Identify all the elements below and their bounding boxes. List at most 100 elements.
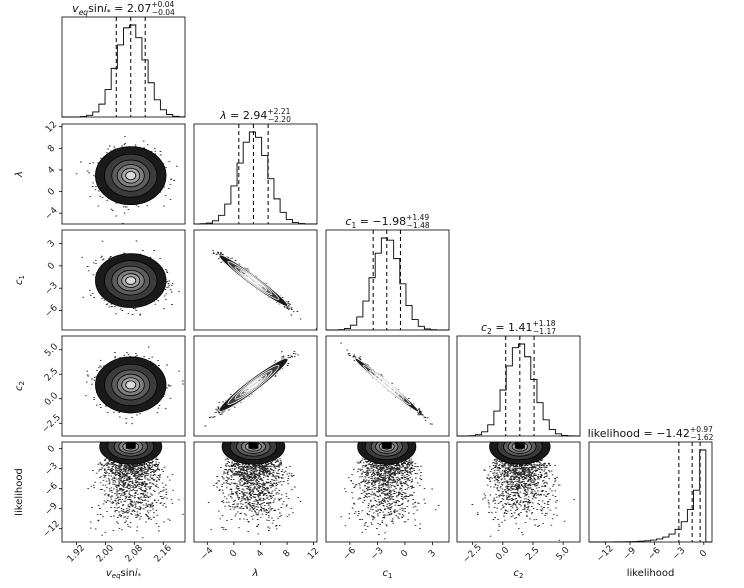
ylabel-L: likelihood xyxy=(14,468,25,516)
xtick-label-lam: 0 xyxy=(228,548,239,559)
panel-frame-L-L xyxy=(588,441,713,543)
ytick-label-c1: −3 xyxy=(43,281,59,297)
panel-frame-c2-L xyxy=(456,441,581,543)
ytick-label-c2: 2.5 xyxy=(43,366,60,383)
xtick-label-c1: −6 xyxy=(342,546,359,563)
scatter-c2-L xyxy=(456,441,581,543)
xtick-label-c2: 5.0 xyxy=(555,545,572,562)
density-contour xyxy=(381,380,392,390)
histogram-c1: c1 = −1.98+1.49−1.48 xyxy=(325,213,450,331)
histogram-lam: λ = 2.94+2.21−2.20 xyxy=(193,107,318,225)
panel-frame-c1-c2 xyxy=(325,335,450,437)
histogram-v: veqsini* = 2.07+0.04−0.04 xyxy=(61,0,186,118)
xtick-label-L: −3 xyxy=(671,546,687,562)
histogram-step-L xyxy=(588,449,712,543)
density-contour xyxy=(125,276,137,285)
ytick-label-lam: 12 xyxy=(44,120,59,135)
scatter-v-L xyxy=(61,441,186,543)
panel-frame-v-lam xyxy=(61,123,186,225)
ylabel-lam: λ xyxy=(14,171,25,178)
xlabel-v: veqsini* xyxy=(106,568,142,580)
xlabel-c1: c1 xyxy=(383,568,393,580)
scatter-v-c2 xyxy=(61,335,186,437)
panel-frame-c1-L xyxy=(325,441,450,543)
xtick-label-c2: 2.5 xyxy=(524,545,541,562)
panel-frame-c2-c2 xyxy=(456,335,581,437)
histogram-step-lam xyxy=(193,131,318,225)
xtick-label-c1: 0 xyxy=(399,548,410,559)
density-peak xyxy=(248,442,259,449)
xtick-label-v: 2.16 xyxy=(153,543,174,564)
panel-frame-c1-c1 xyxy=(325,229,450,331)
xtick-label-v: 2.00 xyxy=(95,543,116,564)
panel-frame-v-c1 xyxy=(61,229,186,331)
ytick-label-L: −9 xyxy=(43,501,60,518)
ytick-label-L: −3 xyxy=(43,461,59,477)
xtick-label-L: 0 xyxy=(698,548,709,559)
density-contour xyxy=(248,380,259,390)
xtick-label-v: 1.92 xyxy=(66,543,87,564)
ytick-label-lam: 4 xyxy=(46,165,57,176)
density-peak xyxy=(514,442,525,449)
ylabel-c2: c2 xyxy=(14,381,26,391)
xtick-label-lam: −4 xyxy=(199,546,216,563)
ytick-label-c1: 0 xyxy=(46,261,57,272)
density-peak xyxy=(125,442,136,449)
title-lam: λ = 2.94+2.21−2.20 xyxy=(219,107,291,124)
xtick-label-lam: 4 xyxy=(255,548,266,559)
histogram-c2: c2 = 1.41+1.18−1.17 xyxy=(456,319,581,437)
xtick-label-lam: 8 xyxy=(282,548,293,559)
ylabel-c1: c1 xyxy=(14,275,26,285)
scatter-c1-c2 xyxy=(325,335,450,437)
density-contour xyxy=(125,380,137,390)
xlabel-L: likelihood xyxy=(627,568,675,579)
ytick-label-c2: −2.5 xyxy=(40,413,63,436)
ytick-label-L: 0 xyxy=(46,444,57,455)
ytick-label-lam: 0 xyxy=(46,187,57,198)
panel-frame-lam-L xyxy=(193,441,318,543)
ytick-label-L: −6 xyxy=(43,481,60,498)
scatter-c1-L xyxy=(325,441,450,543)
histogram-step-c1 xyxy=(325,237,450,331)
xlabel-lam: λ xyxy=(252,568,259,579)
ytick-label-lam: 8 xyxy=(46,143,57,154)
xtick-label-v: 2.08 xyxy=(124,543,145,564)
ytick-label-c1: −6 xyxy=(43,303,60,320)
histogram-L: likelihood = −1.42+0.97−1.62 xyxy=(588,425,714,543)
histogram-step-v xyxy=(61,24,186,118)
xtick-label-L: −12 xyxy=(595,544,616,565)
scatter-v-c1 xyxy=(61,229,186,331)
panel-frame-v-c2 xyxy=(61,335,186,437)
ytick-label-lam: −4 xyxy=(43,205,60,222)
density-contour xyxy=(125,171,137,181)
panel-frame-lam-c1 xyxy=(193,229,318,331)
xtick-label-c1: 3 xyxy=(427,548,438,559)
sample-points xyxy=(471,449,576,541)
density-peak xyxy=(381,442,392,449)
ytick-label-c1: 3 xyxy=(46,239,57,250)
title-c1: c1 = −1.98+1.49−1.48 xyxy=(345,213,429,230)
scatter-lam-c2 xyxy=(193,335,318,437)
ytick-label-c2: 0.0 xyxy=(43,391,60,408)
panel-frame-lam-lam xyxy=(193,123,318,225)
scatter-lam-c1 xyxy=(193,229,318,331)
scatter-lam-L xyxy=(193,441,318,543)
xtick-label-L: −6 xyxy=(646,546,663,563)
xtick-label-L: −9 xyxy=(622,546,639,563)
ytick-label-L: −12 xyxy=(41,519,62,540)
panel-frame-lam-c2 xyxy=(193,335,318,437)
xtick-label-c1: −3 xyxy=(369,546,385,562)
xlabel-c2: c2 xyxy=(514,568,524,580)
panel-frame-v-L xyxy=(61,441,186,543)
panel-frame-v-v xyxy=(61,16,186,118)
xtick-label-c2: −2.5 xyxy=(461,543,484,566)
scatter-v-lam xyxy=(61,123,186,225)
histogram-step-c2 xyxy=(456,343,581,437)
xtick-label-lam: 12 xyxy=(306,546,321,561)
title-c2: c2 = 1.41+1.18−1.17 xyxy=(481,319,556,336)
density-contour xyxy=(248,276,259,285)
xtick-label-c2: 0.0 xyxy=(494,545,511,562)
ytick-label-c2: 5.0 xyxy=(43,342,60,359)
title-L: likelihood = −1.42+0.97−1.62 xyxy=(588,425,714,442)
